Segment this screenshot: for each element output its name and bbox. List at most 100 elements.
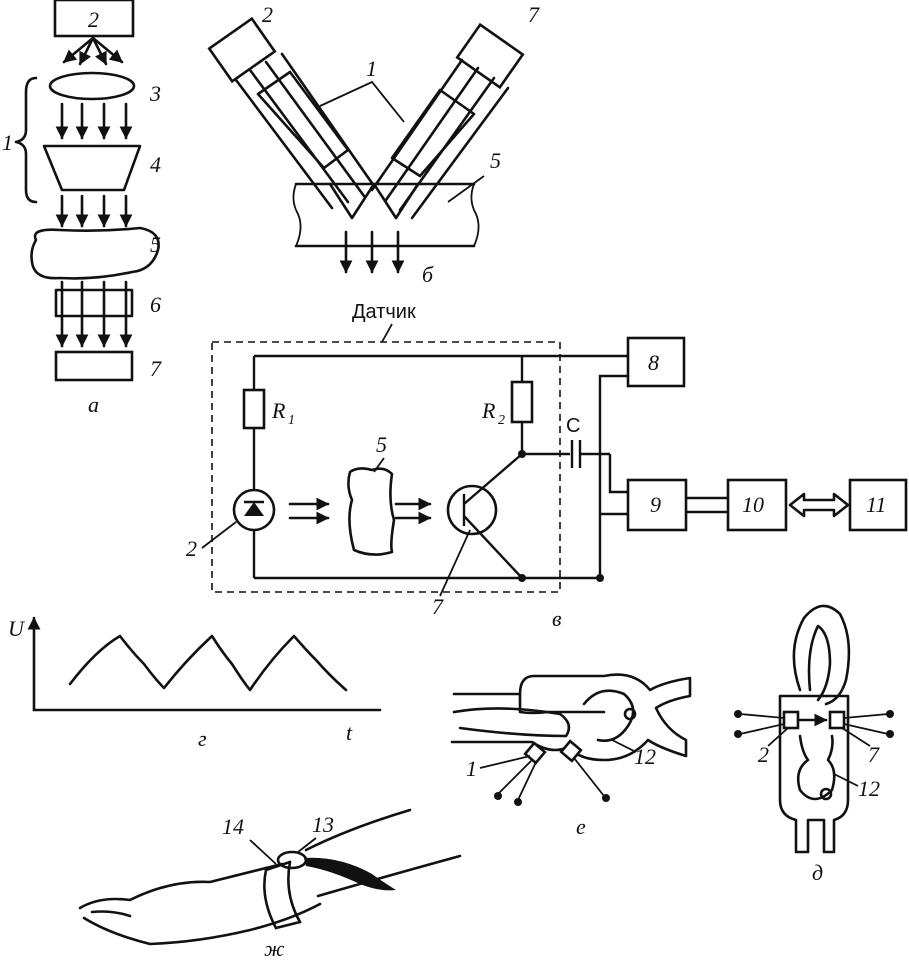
- sensor-detector: [559, 739, 583, 763]
- cable: [739, 723, 785, 735]
- sensor-emitter: [523, 741, 547, 765]
- block-11-label: 11: [866, 492, 886, 517]
- clamp-pivot: [623, 707, 637, 721]
- cable-end: [514, 798, 522, 806]
- fig-d-label-animal: 12: [858, 776, 880, 801]
- transistor-emitter: [463, 515, 523, 579]
- fig-e-caption: е: [576, 814, 586, 839]
- leader-line: [447, 175, 485, 203]
- lightguide-line: [248, 68, 350, 204]
- fig-a-label-source: 2: [88, 7, 99, 32]
- arm-bottom: [82, 902, 322, 946]
- fig-a-label-group: 1: [2, 130, 13, 155]
- fig-a-label-prism: 4: [150, 152, 161, 177]
- ear-outline: [792, 604, 851, 706]
- source-block: [53, 0, 135, 38]
- pulse-waveform: [68, 634, 348, 692]
- leader-line: [297, 837, 317, 853]
- fig-zh-label-band: 14: [222, 814, 244, 839]
- junction-dot: [518, 574, 526, 582]
- fig-zh-label-sensor: 13: [312, 812, 334, 837]
- brace: [14, 76, 38, 204]
- tissue-slab: [294, 182, 476, 248]
- block-8: [626, 336, 686, 388]
- ray-arrow: [62, 36, 95, 64]
- bidirectional-arrow: [788, 492, 850, 518]
- ray-arrow: [78, 36, 95, 66]
- wrist-band: [264, 860, 302, 930]
- lightguide-line: [384, 66, 480, 202]
- r1-subscript: 1: [288, 413, 295, 428]
- sensor-boundary: [211, 341, 561, 593]
- resistor-r1: [242, 388, 266, 430]
- fig-a: 2 3 1 4 5 6 7 а: [2, 0, 162, 417]
- cable: [497, 759, 533, 795]
- lightguide-line: [234, 78, 334, 210]
- fig-v: Датчик R 1 2 5 7: [186, 301, 908, 631]
- x-axis-label: t: [346, 720, 353, 745]
- cable: [843, 713, 889, 719]
- animal-outline: [450, 740, 568, 752]
- cable-end: [734, 710, 742, 718]
- ear-inner: [807, 624, 832, 702]
- fig-b-caption: б: [422, 262, 434, 287]
- fig-a-label-tissue: 5: [150, 232, 161, 257]
- block-10: [726, 478, 788, 532]
- sleeve: [316, 854, 462, 898]
- cable-end: [494, 792, 502, 800]
- cable-end: [886, 710, 894, 718]
- block-8-label: 8: [648, 350, 659, 375]
- wrist-band: [263, 860, 302, 930]
- lightguide-line: [264, 60, 366, 198]
- limb-inside: [452, 707, 571, 738]
- capacitor-label: C: [566, 415, 580, 437]
- fig-g-caption: г: [198, 726, 207, 751]
- lightguide-line: [280, 52, 376, 188]
- lightguide-sleeve: [256, 70, 350, 170]
- detector-block: [455, 22, 525, 90]
- sleeve: [304, 808, 412, 852]
- leader-line: [841, 727, 871, 747]
- clamp: [518, 692, 606, 715]
- fig-e-label-animal: 12: [634, 744, 656, 769]
- lightguide-line: [410, 86, 510, 220]
- r2-label: R: [481, 398, 496, 423]
- fig-d: 2 7 12 д: [734, 604, 894, 885]
- cable-end: [602, 794, 610, 802]
- block-9-label: 9: [650, 492, 661, 517]
- block-10-label: 10: [742, 492, 764, 517]
- tissue-label: 5: [376, 432, 387, 457]
- ray-arrow: [91, 36, 124, 64]
- transistor-label: 7: [432, 594, 444, 619]
- arm-top: [78, 862, 284, 910]
- tissue: [30, 226, 160, 280]
- fig-d-caption: д: [812, 860, 823, 885]
- bus-link: [686, 496, 728, 514]
- fig-a-label-filter: 6: [150, 292, 161, 317]
- lightguide-sleeve: [256, 70, 350, 170]
- cable-end: [886, 730, 894, 738]
- leader-line: [439, 529, 471, 597]
- leader-line: [381, 323, 393, 343]
- fig-b-label-emitter: 2: [262, 2, 273, 27]
- sensor-emitter: [782, 710, 800, 730]
- filter: [54, 288, 134, 318]
- lens: [48, 71, 136, 101]
- leader-line: [201, 521, 237, 549]
- cable-end: [734, 730, 742, 738]
- junction-dot: [596, 574, 604, 582]
- leader-line: [611, 739, 637, 753]
- phototransistor: [446, 484, 498, 536]
- leader-line: [479, 755, 531, 769]
- lightguide-line: [370, 58, 464, 192]
- r1-label: R: [271, 398, 286, 423]
- sensor-cable: [304, 857, 396, 891]
- leader-line: [833, 773, 859, 787]
- fig-b-label-lightguide: 1: [366, 56, 377, 81]
- tissue-edge: [470, 183, 480, 247]
- ray-arrow: [91, 36, 108, 66]
- thumb: [90, 910, 132, 918]
- tissue-sample: [347, 467, 396, 556]
- fig-a-label-detector: 7: [150, 356, 162, 381]
- fig-d-label-emitter: 2: [758, 742, 769, 767]
